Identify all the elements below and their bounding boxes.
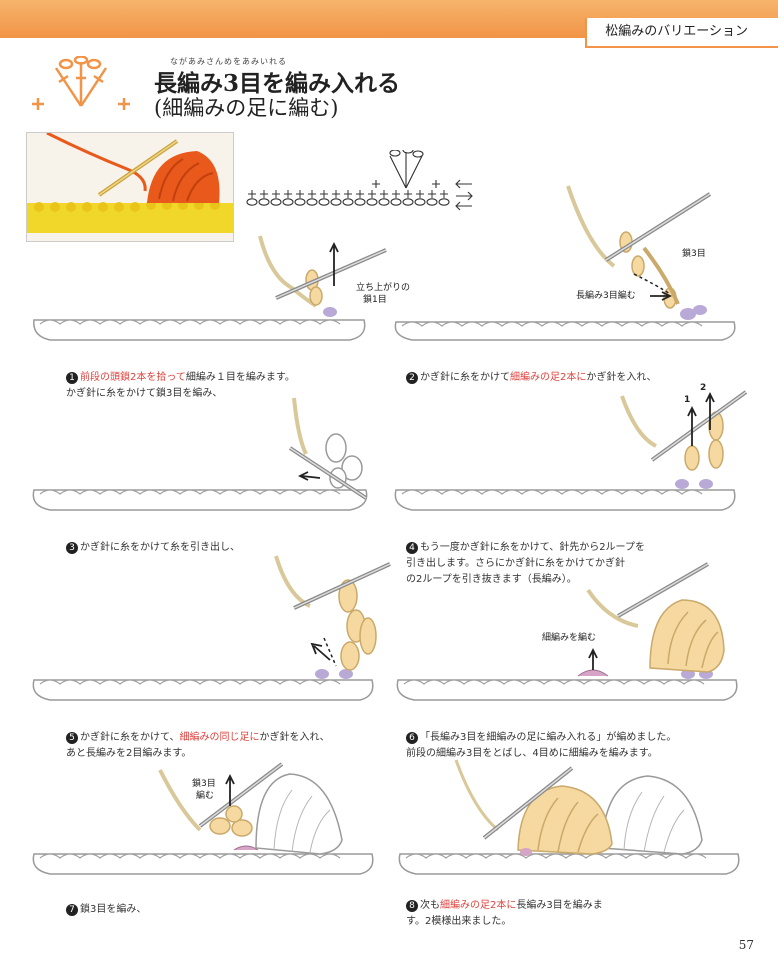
step-2-label-b: 長編み3目編む [576,291,636,301]
step-4-number: 4 [406,542,418,554]
step-3-text-1: かぎ針に糸をかけて糸を引き出し、 [80,542,240,553]
step-4-label-2: 2 [700,383,707,393]
step-1-number: 1 [66,372,78,384]
step-8-text-1: 長編み3目を編みま [516,900,603,911]
step-5-text-pre: かぎ針に糸をかけて、 [80,732,180,743]
step-6-number: 6 [406,732,418,744]
step-8-text-2: す。2模様出来ました。 [406,916,512,927]
page-title: 長編み3目を編み入れる [154,70,401,97]
step-1-highlight: 前段の頭鎖2本を拾って [80,372,186,383]
title-ruby: ながあみさんめをあみいれる [170,57,287,66]
step-2-text-1: かぎ針を入れ、 [586,372,657,383]
photo-sample [26,132,234,242]
step-4-text-2: 引き出します。さらにかぎ針に糸をかけてかぎ針 [406,558,625,569]
step-6-text-1: 「長編み3目を細編みの足に編み入れる」が編めました。 [420,732,677,743]
step-6-caption: 6「長編み3目を細編みの足に編み入れる」が編めました。 前段の細編み3目をとばし… [406,730,676,762]
step-5-text-2: あと長編みを2目編みます。 [66,748,192,759]
step-6-illustration: 細編みを編む [388,560,748,726]
step-5-highlight: 細編みの同じ足に [179,732,260,743]
step-7-label-b: 編む [196,791,215,801]
step-5-text-1: かぎ針を入れ、 [259,732,330,743]
step-6-label: 細編みを編む [542,633,597,643]
step-1-label-b: 鎖1目 [363,295,387,305]
step-7-label-a: 鎖3目 [192,779,216,789]
step-2-text-pre: かぎ針に糸をかけて [420,372,510,383]
step-6-text-2: 前段の細編み3目をとばし、4目めに細編みを編みます。 [406,748,658,759]
page-subtitle: (細編みの足に編む) [154,96,339,120]
step-8-number: 8 [406,900,418,912]
step-1-text-2: かぎ針に糸をかけて鎖3目を編み、 [66,388,223,399]
step-4-text-3: の2ループを引き抜きます（長編み）。 [406,574,577,585]
stitch-chart-diagram [246,150,473,211]
step-1-text-1: 細編み１目を編みます。 [185,372,295,383]
step-2-illustration: 鎖3目 長編み3目編む [388,185,738,366]
step-7-number: 7 [66,904,78,916]
page-number: 57 [738,938,754,952]
step-8-text-pre: 次も [420,900,440,911]
step-8-illustration [392,759,752,900]
step-4-text-1: もう一度かぎ針に糸をかけて、針先から2ループを [420,542,645,553]
section-label: 松編みのバリエーション [585,18,778,48]
step-3-number: 3 [66,542,78,554]
step-2-highlight: 細編みの足2本に [510,372,587,383]
step-5-illustration [20,555,391,726]
step-7-text-1: 鎖3目を編み、 [80,904,147,915]
step-8-highlight: 細編みの足2本に [440,900,517,911]
step-4-label-1: 1 [684,395,691,405]
step-2-label-a: 鎖3目 [682,249,706,259]
step-1-label-a: 立ち上がりの [356,283,411,293]
step-2-number: 2 [406,372,418,384]
step-7-illustration: 鎖3目 編む [20,760,380,900]
step-1-illustration: 立ち上がりの 鎖1目 [20,235,410,366]
crochet-symbol-icon [32,56,130,110]
step-4-illustration: 1 2 [386,383,748,538]
step-5-number: 5 [66,732,78,744]
step-3-illustration [20,397,380,538]
